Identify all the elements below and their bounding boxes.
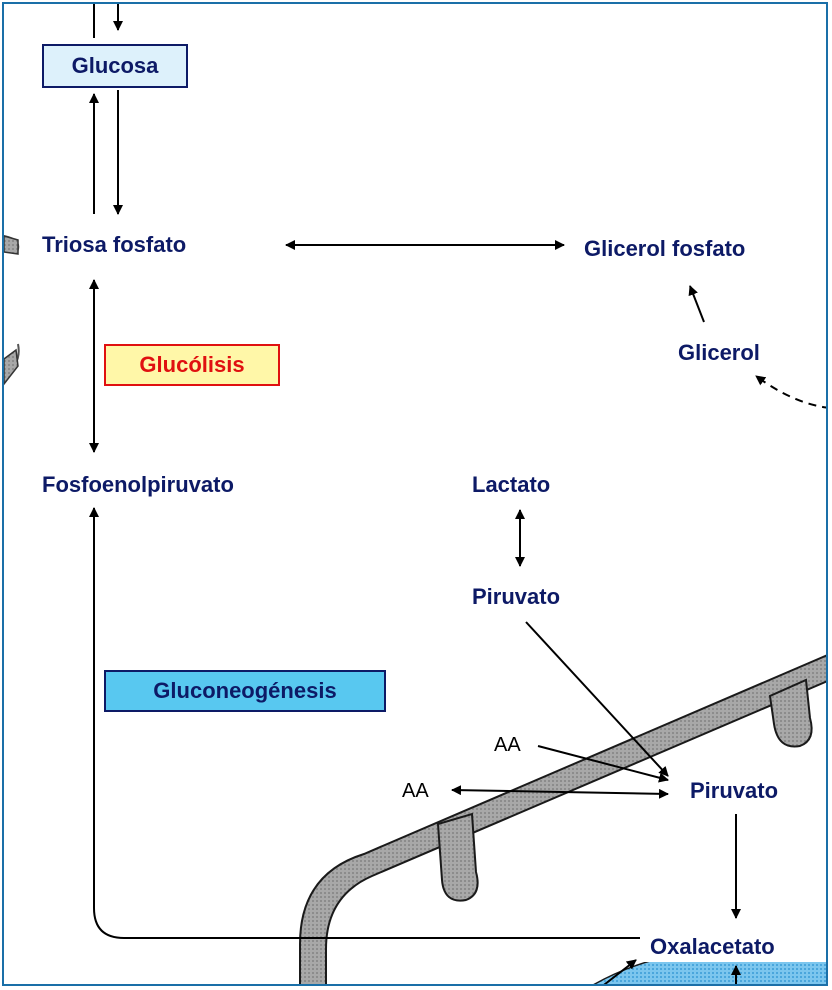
lactato-label: Lactato bbox=[472, 472, 550, 498]
glucosa-box: Glucosa bbox=[42, 44, 188, 88]
gluconeogenesis-box: Gluconeogénesis bbox=[104, 670, 386, 712]
triosa-fosfato-label: Triosa fosfato bbox=[42, 232, 186, 258]
left-membrane-band bbox=[4, 236, 18, 254]
oxalacetato-label: Oxalacetato bbox=[650, 934, 775, 960]
fosfoenolpiruvato-label: Fosfoenolpiruvato bbox=[42, 472, 234, 498]
piruvato-cytosol-label: Piruvato bbox=[472, 584, 560, 610]
crista-1 bbox=[438, 814, 478, 901]
aa-left-label: AA bbox=[402, 780, 429, 803]
gluconeogenesis-label: Gluconeogénesis bbox=[153, 678, 336, 704]
glicerol-label: Glicerol bbox=[678, 340, 760, 366]
aa-top-label: AA bbox=[494, 734, 521, 757]
glicerol-fosfato-label: Glicerol fosfato bbox=[584, 236, 745, 262]
piruvato-mito-label: Piruvato bbox=[690, 778, 778, 804]
glucosa-label: Glucosa bbox=[72, 53, 159, 79]
glucolisis-box: Glucólisis bbox=[104, 344, 280, 386]
glucolisis-label: Glucólisis bbox=[139, 352, 244, 378]
